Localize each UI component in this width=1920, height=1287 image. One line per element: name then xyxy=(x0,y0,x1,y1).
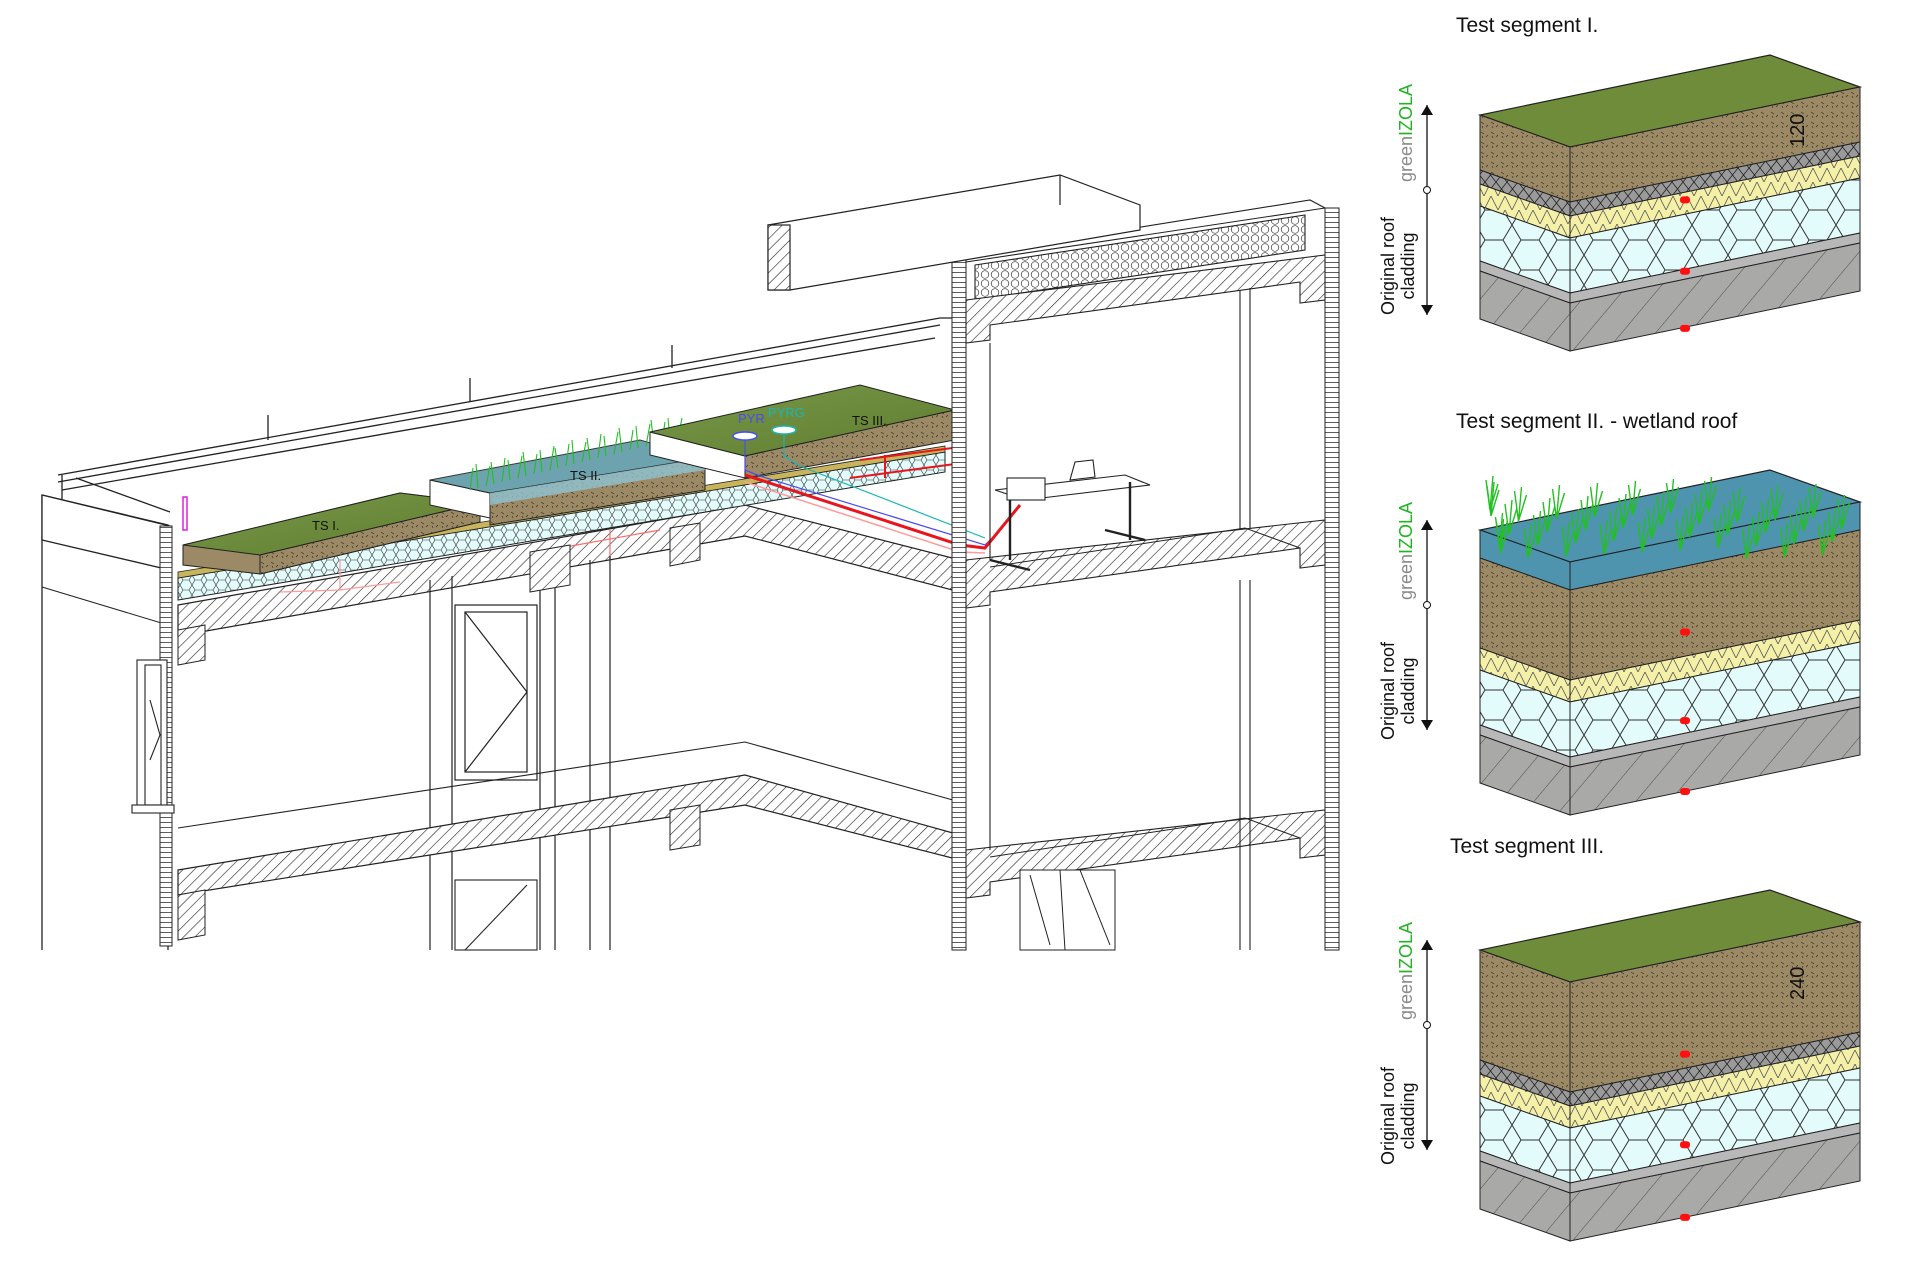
wetland-plant-icon xyxy=(1760,498,1775,534)
wetland-plant-icon xyxy=(1732,487,1746,523)
laptop-icon xyxy=(1069,459,1096,481)
system-label: greenIZOLA xyxy=(1396,501,1416,600)
wetland-plant-icon xyxy=(1808,483,1822,519)
dimension-midpoint xyxy=(1423,1021,1431,1029)
wetland-plant-icon xyxy=(1741,524,1756,560)
wetland-plant-icon xyxy=(1551,484,1566,520)
wetland-plant-icon xyxy=(1694,489,1708,525)
wetland-plant-icon xyxy=(1827,507,1841,543)
wetland-plant-icon xyxy=(1836,494,1851,530)
wetland-plant-icon xyxy=(1570,508,1585,544)
sensor-marker-icon xyxy=(1680,787,1690,795)
wetland-plant-icon xyxy=(1599,519,1613,555)
sensor-marker-icon xyxy=(1680,1050,1690,1058)
dimension-label: 120 xyxy=(1787,113,1809,147)
system-label: greenIZOLA xyxy=(1396,921,1416,1020)
arrow-up-icon xyxy=(1421,105,1433,115)
wetland-plant-icon xyxy=(1770,485,1784,521)
wetland-plant-icon xyxy=(1751,511,1765,547)
canopy-beam xyxy=(767,174,1141,291)
arrow-down-icon xyxy=(1421,305,1433,315)
sensor-probe xyxy=(182,496,188,531)
test-segment-3-model: TS III. PYR PYRG xyxy=(649,384,956,479)
wetland-plant-icon xyxy=(1589,482,1604,518)
sensor-marker-icon xyxy=(1680,1213,1690,1221)
wetland-plant-icon xyxy=(1789,509,1803,545)
sensor-marker-icon xyxy=(1680,628,1690,636)
concrete-slab-layer-front xyxy=(1569,1132,1861,1242)
wetland-plant-icon xyxy=(1798,496,1813,532)
detail-title: Test segment I. xyxy=(1456,14,1599,37)
wetland-plant-icon xyxy=(1703,476,1718,512)
dimension-label: 240 xyxy=(1787,966,1809,1000)
concrete-slab-layer-front xyxy=(1569,706,1861,816)
sensor-marker-icon xyxy=(1680,1141,1690,1149)
wetland-plant-icon xyxy=(1675,515,1689,551)
wetland-plant-icon xyxy=(1637,517,1651,553)
wetland-plant-icon xyxy=(1646,504,1661,540)
left-window xyxy=(131,659,175,814)
wetland-plant-icon xyxy=(1486,481,1500,517)
arrow-up-icon xyxy=(1421,940,1433,950)
sensor-marker-icon xyxy=(1680,267,1690,275)
pyr-label: PYR xyxy=(738,411,765,426)
layer-block-3 xyxy=(1421,889,1863,1242)
sensor-marker-icon xyxy=(1680,196,1690,204)
detail-title: Test segment II. - wetland roof xyxy=(1456,410,1738,433)
pyrgeometer-icon xyxy=(771,425,797,435)
interior-structure xyxy=(429,556,611,950)
middle-floor-slab xyxy=(177,774,961,896)
sensor-marker-icon xyxy=(1680,717,1690,725)
system-label: greenIZOLA xyxy=(1396,83,1416,182)
building-section: TS I. TS II. TS III. PYR PYRG xyxy=(41,174,1340,951)
wetland-plant-icon xyxy=(1684,502,1699,538)
gravel-roof xyxy=(974,214,1306,301)
wetland-plant-icon xyxy=(1513,486,1528,522)
detail-title: Test segment III. xyxy=(1450,835,1605,858)
layer-block-1 xyxy=(1421,54,1863,352)
wetland-plant-icon xyxy=(1618,493,1632,529)
wetland-plant-icon xyxy=(1627,480,1642,516)
ts2-label: TS II. xyxy=(570,468,601,483)
wetland-plant-icon xyxy=(1779,522,1794,558)
wetland-plant-icon xyxy=(1608,506,1623,542)
pyrg-label: PYRG xyxy=(768,405,805,420)
dimension-midpoint xyxy=(1423,186,1431,194)
wetland-plant-icon xyxy=(1656,491,1670,527)
wetland-plant-icon xyxy=(1532,510,1547,546)
sensor-marker-icon xyxy=(1680,324,1690,332)
test-segment-1-model: TS I. xyxy=(182,492,481,575)
wetland-plant-icon xyxy=(1722,500,1737,536)
arrow-down-icon xyxy=(1421,720,1433,730)
wetland-plant-icon xyxy=(1713,513,1727,549)
ts1-label: TS I. xyxy=(312,518,339,533)
wetland-plant-icon xyxy=(1523,523,1537,559)
wetland-plant-icon xyxy=(1817,520,1832,556)
wetland-plant-icon xyxy=(1580,495,1594,531)
wetland-plant-icon xyxy=(1495,518,1510,554)
layer-block-2 xyxy=(1421,469,1863,816)
roof-railing xyxy=(57,317,958,513)
wetland-plant-icon xyxy=(1561,521,1575,557)
arrow-up-icon xyxy=(1421,520,1433,530)
pyranometer-icon xyxy=(732,431,758,441)
measurement-desk xyxy=(989,459,1151,572)
arrow-down-icon xyxy=(1421,1140,1433,1150)
concrete-slab-layer-front xyxy=(1569,242,1861,352)
datalogger-box xyxy=(1006,477,1046,501)
wetland-plant-icon xyxy=(1665,478,1680,514)
wetland-plant-icon xyxy=(1542,497,1556,533)
ts3-label: TS III. xyxy=(852,413,887,428)
right-tower xyxy=(951,199,1340,951)
dimension-midpoint xyxy=(1423,601,1431,609)
